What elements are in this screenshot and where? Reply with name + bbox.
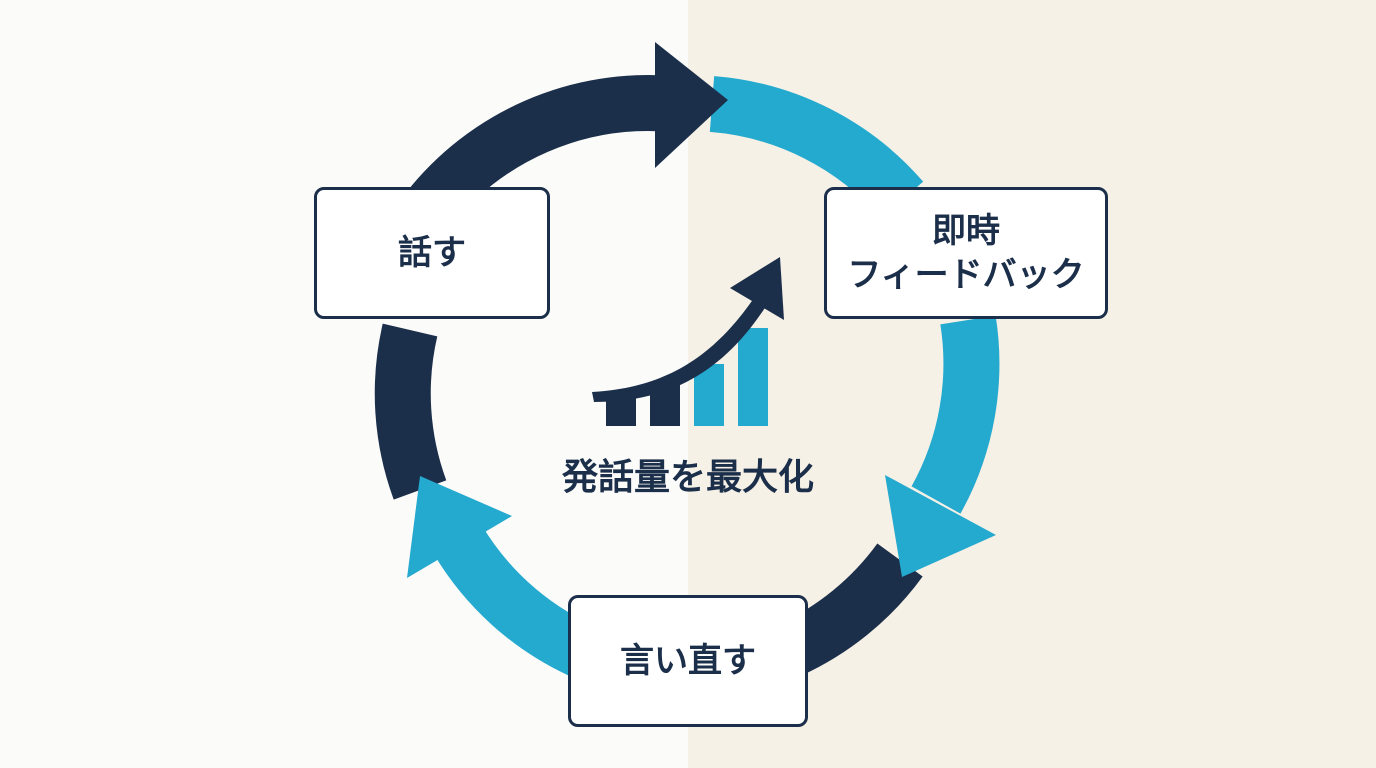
arrowhead-to-feedback: [655, 42, 728, 168]
growth-chart-icon: [592, 257, 784, 426]
step-redo-label: 言い直す: [620, 640, 756, 681]
step-feedback-box: 即時 フィードバック: [824, 187, 1108, 319]
step-feedback-label-line1: 即時: [932, 210, 1000, 251]
arrowhead-to-speak: [407, 476, 512, 578]
step-redo-box: 言い直す: [568, 595, 808, 727]
arc-redo-to-speak: [433, 525, 593, 676]
arc-speak-to-feedback: [405, 75, 675, 228]
step-speak-box: 話す: [314, 187, 550, 319]
arc-feedback-to-redo: [911, 315, 1000, 514]
arc-feedback-top: [709, 76, 924, 219]
step-speak-label: 話す: [398, 232, 466, 273]
step-feedback-label-line2: フィードバック: [847, 255, 1085, 295]
arrowhead-to-redo: [885, 475, 996, 577]
center-goal-label: 発話量を最大化: [561, 457, 814, 498]
arc-speak-left: [374, 323, 447, 500]
